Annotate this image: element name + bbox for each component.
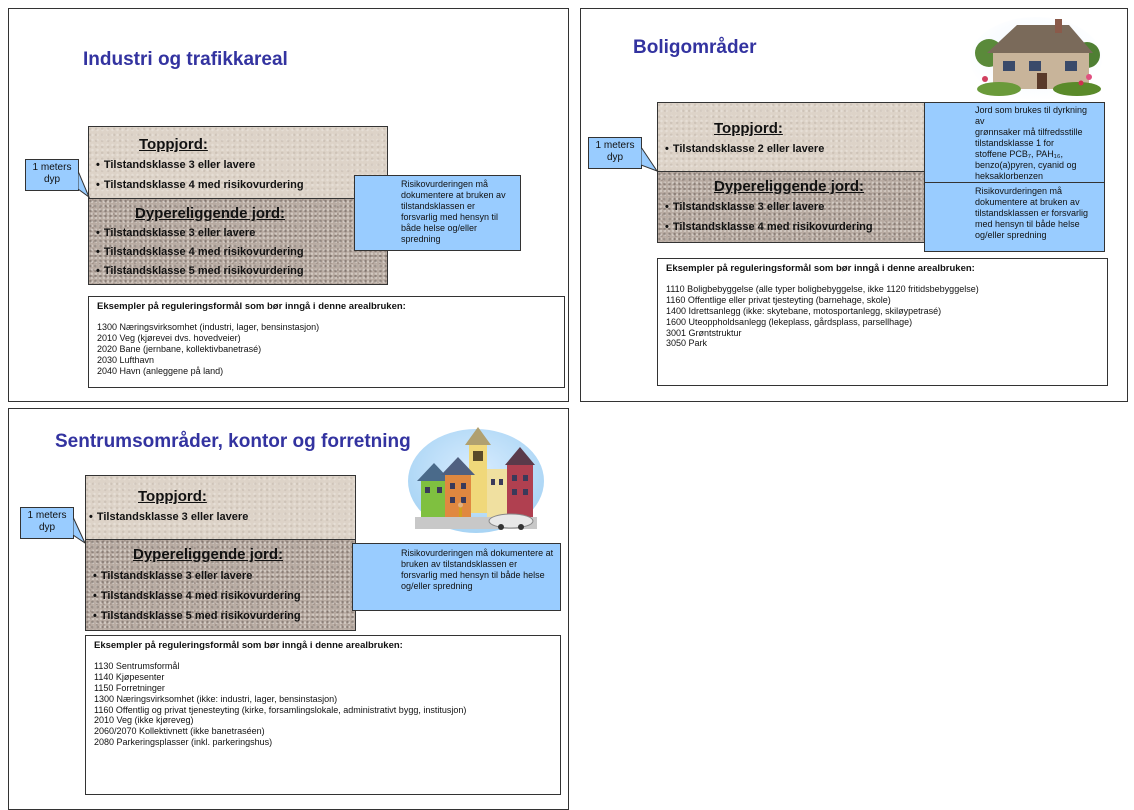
vegetable-note-line: heksaklorbenzen [975, 170, 1044, 181]
depth-label: 1 meters dyp [25, 159, 79, 191]
examples-heading: Eksempler på reguleringsformål som bør i… [94, 640, 403, 651]
deepsoil-bullet: Tilstandsklasse 4 med risikovurdering [93, 590, 301, 602]
examples-heading: Eksempler på reguleringsformål som bør i… [666, 263, 975, 274]
examples-item: 1150 Forretninger [94, 682, 165, 693]
examples-heading: Eksempler på reguleringsformål som bør i… [97, 301, 406, 312]
examples-box: Eksempler på reguleringsformål som bør i… [657, 258, 1108, 386]
topsoil-layer: Toppjord: Tilstandsklasse 3 eller lavere [85, 475, 356, 540]
topsoil-heading: Toppjord: [139, 136, 208, 153]
deepsoil-heading: Dypereliggende jord: [133, 546, 284, 563]
deepsoil-bullet: Tilstandsklasse 3 eller lavere [93, 570, 252, 582]
vegetable-note-line: benzo(a)pyren, cyanid og [975, 159, 1077, 170]
examples-item: 1130 Sentrumsformål [94, 661, 180, 672]
vegetable-note-line: stoffene PCB₇, PAH₁₆, [975, 148, 1063, 159]
town-clipart [408, 427, 544, 533]
deepsoil-bullet: Tilstandsklasse 5 med risikovurdering [96, 265, 304, 277]
depth-label: 1 meters dyp [588, 137, 642, 169]
vegetable-callout: Jord som brukes til dyrkning av grønnsak… [924, 102, 1105, 183]
examples-box: Eksempler på reguleringsformål som bør i… [88, 296, 565, 388]
deepsoil-bullet: Tilstandsklasse 5 med risikovurdering [93, 610, 301, 622]
examples-item: 3001 Grøntstruktur [666, 327, 742, 338]
examples-item: 1600 Uteoppholdsanlegg (lekeplass, gårds… [666, 316, 913, 327]
depth-pointer [78, 170, 90, 199]
deepsoil-bullet: Tilstandsklasse 4 med risikovurdering [96, 246, 304, 258]
examples-item: 1160 Offentlige eller privat tjesteyting… [666, 295, 891, 306]
deepsoil-bullet: Tilstandsklasse 3 eller lavere [665, 201, 824, 213]
examples-item: 2040 Havn (anleggene på land) [97, 365, 224, 376]
deepsoil-layer: Dypereliggende jord: Tilstandsklasse 3 e… [657, 171, 925, 243]
risk-callout: Risikovurderingen må dokumentere at bruk… [354, 175, 521, 251]
examples-item: 2060/2070 Kollektivnett (ikke banetrasée… [94, 726, 265, 737]
risk-note: Risikovurderingen må dokumentere at bruk… [401, 548, 554, 591]
topsoil-bullet: Tilstandsklasse 3 eller lavere [96, 159, 255, 171]
deepsoil-layer: Dypereliggende jord: Tilstandsklasse 3 e… [88, 198, 388, 285]
risk-callout: Risikovurderingen må dokumentere at bruk… [352, 543, 561, 611]
depth-pointer [641, 146, 659, 173]
slide-industry: Industri og trafikkareal Toppjord: Tilst… [8, 8, 569, 402]
risk-note: Risikovurderingen må dokumentere at bruk… [975, 186, 1089, 240]
examples-item: 1110 Boligbebyggelse (alle typer boligbe… [666, 284, 979, 295]
topsoil-bullet: Tilstandsklasse 4 med risikovurdering [96, 179, 304, 191]
examples-item: 1400 Idrettsanlegg (ikke: skytebane, mot… [666, 305, 942, 316]
examples-item: 1140 Kjøpesenter [94, 672, 165, 683]
examples-item: 1300 Næringsvirksomhet (industri, lager,… [97, 322, 320, 333]
risk-callout: Risikovurderingen må dokumentere at bruk… [924, 182, 1105, 252]
deepsoil-heading: Dypereliggende jord: [135, 205, 286, 222]
deepsoil-bullet: Tilstandsklasse 4 med risikovurdering [665, 221, 873, 233]
examples-item: 3050 Park [666, 338, 708, 349]
deepsoil-heading: Dypereliggende jord: [714, 178, 865, 195]
examples-item: 2010 Veg (kjørevei dvs. hovedveier) [97, 333, 241, 344]
slide-title: Sentrumsområder, kontor og forretning [55, 431, 411, 452]
examples-item: 2080 Parkeringsplasser (inkl. parkerings… [94, 736, 273, 747]
slide-centre: Sentrumsområder, kontor og forretning [8, 408, 569, 810]
vegetable-note-line: grønnsaker må tilfredsstille [975, 126, 1083, 137]
vegetable-note-line: Jord som brukes til dyrkning av [975, 105, 1088, 126]
vegetable-note-line: tilstandsklasse 1 for [975, 137, 1055, 148]
examples-box: Eksempler på reguleringsformål som bør i… [85, 635, 561, 795]
depth-label: 1 meters dyp [20, 507, 74, 539]
deepsoil-bullet: Tilstandsklasse 3 eller lavere [96, 227, 255, 239]
deepsoil-layer: Dypereliggende jord: Tilstandsklasse 3 e… [85, 539, 356, 631]
slide-title: Industri og trafikkareal [83, 49, 288, 70]
risk-note: Risikovurderingen må dokumentere at bruk… [401, 179, 506, 244]
slide-residential: Boligområder Toppjord: Tilstandsklasse 2… [580, 8, 1128, 402]
examples-item: 2030 Lufthavn [97, 354, 155, 365]
examples-item: 1160 Offentlig og privat tjenesteyting (… [94, 704, 467, 715]
examples-item: 2020 Bane (jernbane, kollektivbanetrasé) [97, 343, 262, 354]
topsoil-layer: Toppjord: Tilstandsklasse 3 eller lavere… [88, 126, 388, 199]
topsoil-heading: Toppjord: [138, 488, 207, 505]
examples-item: 2010 Veg (ikke kjøreveg) [94, 715, 194, 726]
depth-pointer [73, 516, 87, 545]
examples-item: 1300 Næringsvirksomhet (ikke: industri, … [94, 693, 338, 704]
topsoil-bullet: Tilstandsklasse 3 eller lavere [89, 511, 248, 523]
house-clipart [970, 17, 1102, 101]
slide-title: Boligområder [633, 37, 757, 58]
topsoil-bullet: Tilstandsklasse 2 eller lavere [665, 143, 824, 155]
topsoil-layer: Toppjord: Tilstandsklasse 2 eller lavere [657, 102, 925, 172]
topsoil-heading: Toppjord: [714, 120, 783, 137]
